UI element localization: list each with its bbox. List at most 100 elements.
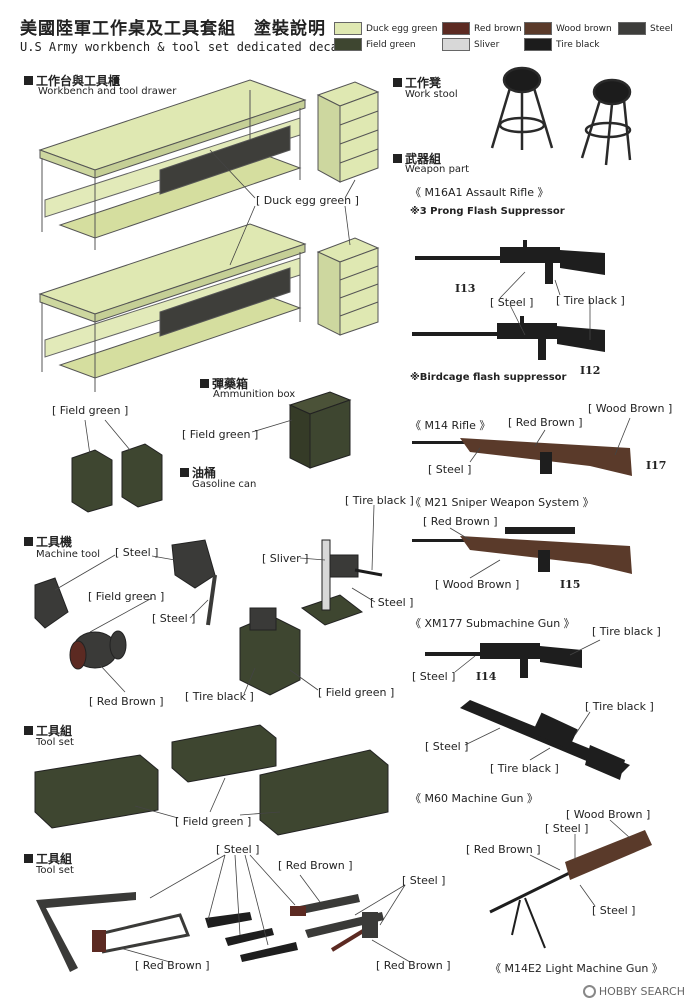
engine-machine-illustration	[239, 607, 301, 696]
part-number-i15: I15	[560, 578, 581, 591]
m14-rifle-illustration	[412, 438, 632, 476]
section-subtitle-toolset-1: Tool set	[36, 737, 74, 748]
legend-wood-brown: Wood brown	[524, 22, 612, 35]
weapon-name-xm177: 《 XM177 Submachine Gun 》	[410, 617, 575, 630]
drill-vise-illustration	[171, 539, 217, 626]
workbench-illustration-1	[38, 79, 307, 250]
callout-red-brown-hacksaw: [ Red Brown ]	[135, 959, 210, 972]
section-heading-machine: 工具機	[24, 533, 72, 550]
bullet-square-icon	[24, 537, 33, 546]
tool-drawer-illustration-1	[316, 81, 380, 183]
part-number-i17: I17	[646, 459, 667, 472]
legend-swatch	[442, 38, 470, 51]
bullet-square-icon	[24, 854, 33, 863]
callout-steel-m16: [ Steel ]	[490, 296, 534, 309]
section-title: 武器組	[405, 152, 442, 166]
section-heading-toolset-2: 工具組	[24, 850, 72, 867]
section-heading-workbench: 工作台與工具櫃	[24, 72, 120, 89]
section-heading-ammo: 彈藥箱	[200, 375, 248, 392]
callout-steel-drill: [ Steel ]	[152, 612, 196, 625]
leader-lines-ammo	[84, 419, 293, 456]
callout-tire-black-m16: [ Tire black ]	[556, 294, 625, 307]
work-stool-illustration-1	[490, 66, 554, 150]
callout-wood-brown-m14e2: [ Wood Brown ]	[566, 808, 651, 821]
callout-tire-black-engine: [ Tire black ]	[185, 690, 254, 703]
callout-field-green-grinder: [ Field green ]	[88, 590, 165, 603]
hammer-illustration	[330, 912, 378, 952]
callout-tire-black-m60-bottom: [ Tire black ]	[490, 762, 559, 775]
section-heading-toolset-1: 工具組	[24, 722, 72, 739]
part-number-i12: I12	[580, 364, 601, 377]
legend-swatch	[618, 22, 646, 35]
section-heading-weapons: 武器組	[393, 150, 441, 167]
weapon-note-birdcage: ※Birdcage flash suppressor	[410, 372, 567, 383]
weapon-name-m21: 《 M21 Sniper Weapon System 》	[410, 496, 594, 509]
callout-red-brown-m14e2: [ Red Brown ]	[466, 843, 541, 856]
section-subtitle-weapons: Weapon part	[405, 164, 470, 175]
callout-steel-vise: [ Steel ]	[115, 546, 159, 559]
tool-drawer-illustration-2	[316, 237, 380, 336]
bullet-square-icon	[24, 76, 33, 85]
callout-red-brown-hammer: [ Red Brown ]	[376, 959, 451, 972]
bullet-square-icon	[393, 78, 402, 87]
callout-wood-brown-m14: [ Wood Brown ]	[588, 402, 673, 415]
pliers-illustration	[205, 912, 298, 962]
callout-steel-hand-tools: [ Steel ]	[216, 843, 260, 856]
leader-lines-smg	[454, 639, 601, 761]
callout-steel-m14: [ Steel ]	[428, 463, 472, 476]
xm177-smg-illustration	[425, 643, 582, 678]
legend-swatch	[524, 22, 552, 35]
legend-label: Sliver	[474, 39, 500, 50]
callout-steel-m14e2-top: [ Steel ]	[545, 822, 589, 835]
m14e2-lmg-illustration	[489, 830, 652, 949]
weapon-name-m14e2: 《 M14E2 Light Machine Gun 》	[490, 962, 663, 975]
legend-label: Red brown	[474, 23, 522, 34]
legend-label: Steel	[650, 23, 673, 34]
legend-swatch	[524, 38, 552, 51]
hobby-search-logo-icon	[582, 985, 596, 998]
section-subtitle-toolset-2: Tool set	[36, 865, 74, 876]
callout-field-green-ammo: [ Field green ]	[182, 428, 259, 441]
gasoline-can-illustration-1	[71, 449, 113, 513]
legend-swatch	[334, 22, 362, 35]
callout-steel-drill-press: [ Steel ]	[370, 596, 414, 609]
ammo-box-illustration	[288, 391, 352, 469]
m16a1-rifle-illustration-1	[415, 240, 605, 284]
bullet-square-icon	[24, 726, 33, 735]
toolbox-illustration-3	[259, 749, 389, 836]
legend-label: Duck egg green	[366, 23, 438, 34]
legend-duck-egg-green: Duck egg green	[334, 22, 437, 35]
bullet-square-icon	[180, 468, 189, 477]
leader-lines-m14	[449, 417, 631, 579]
m60-machine-gun-illustration	[460, 700, 630, 780]
square-ruler-illustration	[36, 892, 136, 972]
legend-sliver: Sliver	[442, 38, 499, 51]
watermark-text: HOBBY SEARCH	[598, 985, 685, 998]
legend-field-green: Field green	[334, 38, 416, 51]
callout-field-green-toolbox: [ Field green ]	[175, 815, 252, 828]
section-title: 油桶	[192, 466, 217, 480]
section-title: 彈藥箱	[212, 377, 249, 391]
callout-tire-black-xm177: [ Tire black ]	[592, 625, 661, 638]
hacksaw-illustration	[92, 913, 191, 954]
callout-red-brown-m14: [ Red Brown ]	[508, 416, 583, 429]
weapon-name-m14: 《 M14 Rifle 》	[410, 419, 491, 432]
callout-tire-black-drill-press: [ Tire black ]	[345, 494, 414, 507]
leader-lines-m14e2	[529, 819, 631, 907]
part-number-i14: I14	[476, 670, 497, 683]
gasoline-can-illustration-2	[121, 443, 163, 508]
callout-tire-black-m60-top: [ Tire black ]	[585, 700, 654, 713]
toolbox-illustration-1	[34, 754, 159, 829]
legend-steel: Steel	[618, 22, 673, 35]
weapon-name-m60: 《 M60 Machine Gun 》	[410, 792, 538, 805]
legend-swatch	[334, 38, 362, 51]
callout-field-green-gas: [ Field green ]	[52, 404, 129, 417]
legend-red-brown: Red brown	[442, 22, 522, 35]
part-number-i13: I13	[455, 282, 476, 295]
legend-label: Field green	[366, 39, 416, 50]
watermark: HOBBY SEARCH	[582, 985, 685, 998]
section-subtitle-gas: Gasoline can	[192, 479, 257, 490]
workbench-illustration-2	[38, 223, 307, 392]
section-subtitle-workbench: Workbench and tool drawer	[38, 86, 177, 97]
